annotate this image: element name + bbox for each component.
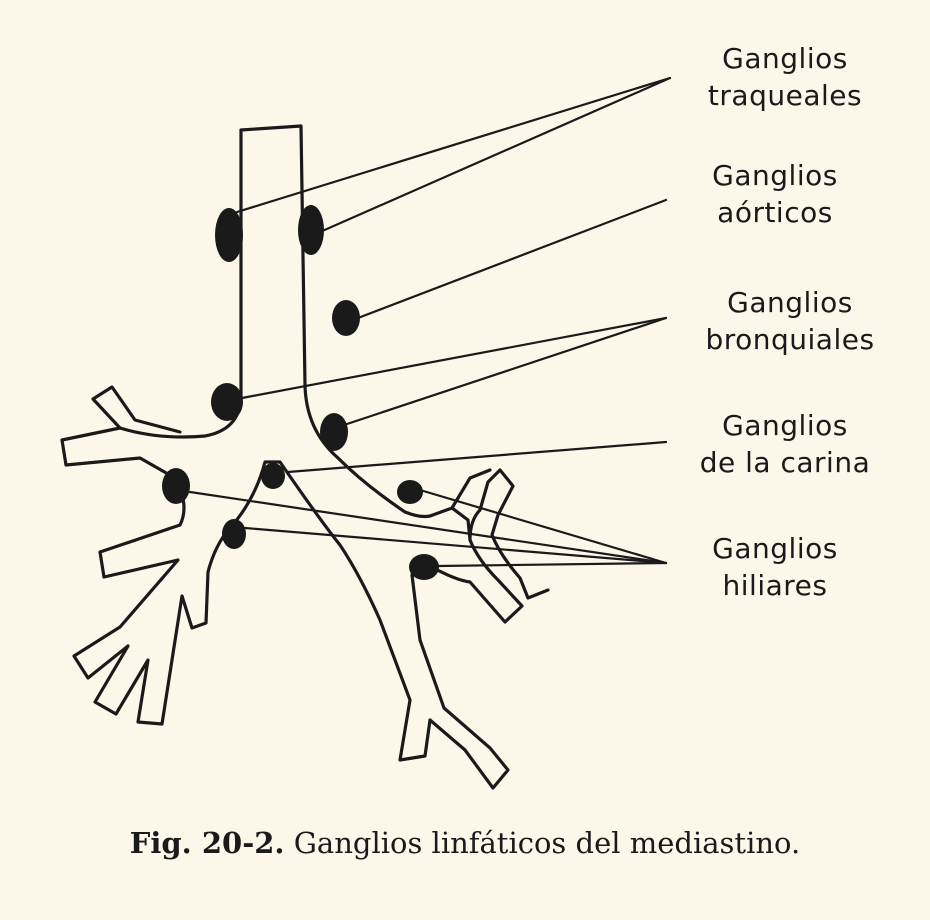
- label-hilar-line2: hiliares: [722, 569, 828, 602]
- label-tracheal-line1: Ganglios: [722, 42, 848, 75]
- tracheal-node-left: [215, 208, 243, 262]
- figure-caption: Fig. 20-2. Ganglios linfáticos del media…: [0, 826, 930, 860]
- leader-bronchial-2: [345, 316, 668, 426]
- leader-tracheal-1: [235, 76, 672, 214]
- hilar-node-left-upper: [162, 468, 190, 504]
- label-bronchial-line2: bronquiales: [705, 323, 875, 356]
- carina-outline: [228, 460, 550, 790]
- carina-node: [261, 463, 285, 489]
- hilar-node-right-upper: [397, 480, 423, 504]
- bronchial-node-right: [320, 413, 348, 451]
- leader-hilar-1: [188, 490, 668, 565]
- figure-number: Fig. 20-2.: [129, 826, 285, 860]
- leader-hilar-4: [436, 561, 668, 568]
- hilar-node-left-lower: [222, 519, 246, 549]
- label-bronchial-line1: Ganglios: [727, 286, 853, 319]
- leader-carina: [286, 440, 668, 474]
- aortic-node: [332, 300, 360, 336]
- label-tracheal-nodes: Ganglios traqueales: [690, 40, 880, 114]
- label-bronchial-nodes: Ganglios bronquiales: [690, 284, 890, 358]
- label-aortic-line2: aórticos: [717, 196, 833, 229]
- label-aortic-nodes: Ganglios aórticos: [680, 157, 870, 231]
- label-tracheal-line2: traqueales: [707, 79, 863, 112]
- left-bronchus-outline: [60, 385, 243, 726]
- leader-tracheal-2: [318, 76, 672, 234]
- label-carina-nodes: Ganglios de la carina: [680, 407, 890, 481]
- bronchial-node-left: [211, 383, 243, 421]
- label-hilar-nodes: Ganglios hiliares: [680, 530, 870, 604]
- label-carina-line2: de la carina: [699, 446, 871, 479]
- leader-hilar-2: [243, 526, 668, 565]
- trachea-outline: [239, 124, 432, 519]
- figure-caption-text: Ganglios linfáticos del mediastino.: [293, 826, 801, 860]
- leader-bronchial-1: [240, 316, 668, 400]
- leader-aortic: [356, 198, 668, 320]
- hilar-node-right-lower: [409, 554, 439, 580]
- label-carina-line1: Ganglios: [722, 409, 848, 442]
- leader-hilar-3: [418, 488, 668, 565]
- label-aortic-line1: Ganglios: [712, 159, 838, 192]
- tracheal-node-right: [298, 205, 324, 255]
- label-hilar-line1: Ganglios: [712, 532, 838, 565]
